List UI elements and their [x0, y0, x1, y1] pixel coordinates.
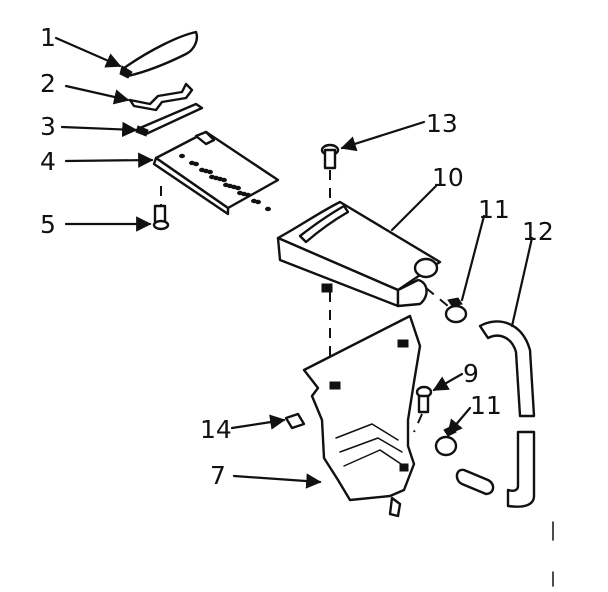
tray-hole	[209, 174, 215, 180]
part-11-clamp-upper	[425, 287, 468, 324]
part-11-clamp-lower	[434, 425, 458, 457]
callout-11-lower: 11	[470, 391, 502, 420]
callout-13: 13	[426, 109, 458, 138]
tray-hole	[179, 153, 185, 159]
part-2-bracket	[128, 82, 194, 112]
leader-lines	[54, 36, 534, 489]
part-12-hose	[478, 320, 536, 508]
callout-9: 9	[463, 359, 479, 388]
tray-hole	[189, 160, 195, 166]
part-14-clip	[284, 412, 306, 430]
part-1-trim	[119, 30, 199, 79]
callout-12: 12	[522, 217, 554, 246]
tray-hole	[199, 167, 205, 173]
part-3-strip	[135, 102, 204, 137]
callout-2: 2	[40, 69, 56, 98]
callout-10: 10	[432, 163, 464, 192]
tray-hole	[223, 182, 229, 188]
tray-hole	[237, 190, 243, 196]
tray-hole	[265, 206, 271, 212]
callout-1: 1	[40, 23, 56, 52]
callout-3: 3	[40, 112, 56, 141]
part-4-grille-tray	[152, 130, 280, 216]
part-9-screw	[413, 385, 433, 433]
tube-segment	[455, 468, 495, 496]
part-7-mounting-plate	[302, 314, 422, 518]
callout-11-upper: 11	[478, 195, 510, 224]
callout-4: 4	[40, 147, 56, 176]
part-5-screw	[152, 186, 170, 231]
callout-14: 14	[200, 415, 232, 444]
callout-7: 7	[210, 461, 226, 490]
tray-hole	[251, 198, 257, 204]
callout-labels: 1 2 3 4 5 13 10 11 12 9 11 14 7	[40, 23, 554, 490]
callout-5: 5	[40, 210, 56, 239]
part-10-housing	[276, 200, 442, 384]
part-13-screw	[320, 143, 340, 200]
